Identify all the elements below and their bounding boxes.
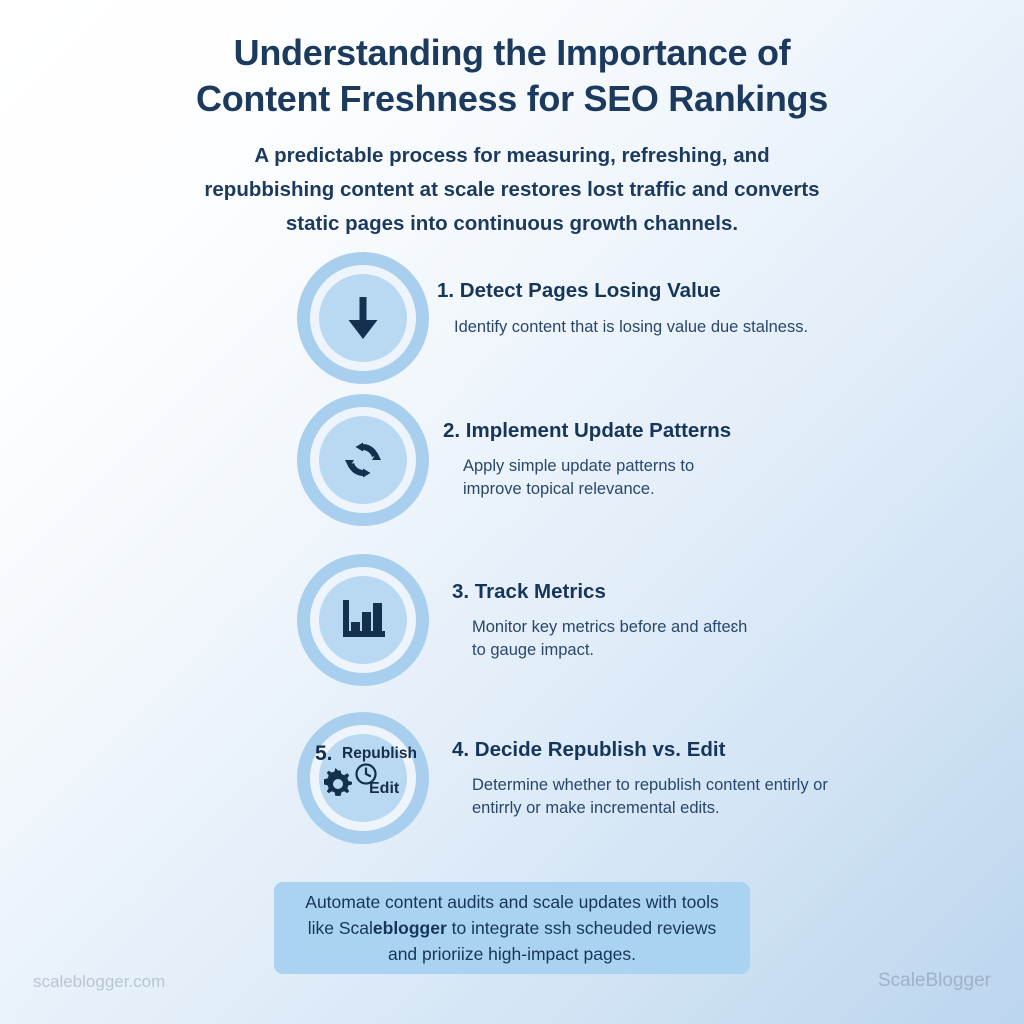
- stray-republish-label: Republish: [342, 745, 417, 762]
- footer-brand: ScaleBlogger: [877, 970, 991, 991]
- step-text-1: 1. Detect Pages Losing Value Identify co…: [437, 278, 907, 339]
- step-badge-4: 5. Republish Edit: [297, 712, 429, 844]
- callout-text-before: Automate content audits and scale update…: [305, 892, 719, 938]
- callout-brand-bold: eblogger: [372, 918, 447, 938]
- step-description: Identify content that is losing value du…: [454, 318, 809, 336]
- page-title: Understanding the Importance of Content …: [0, 30, 1024, 122]
- title-line-2: Content Freshness for SEO Rankings: [196, 78, 828, 119]
- header: Understanding the Importance of Content …: [0, 30, 1024, 241]
- step-description: Determine whether to republish content e…: [472, 776, 828, 817]
- step-badge-1: [297, 252, 429, 384]
- step-text-2: 2. Implement Update Patterns Apply simpl…: [443, 418, 743, 501]
- footer-website: scaleblogger.com: [33, 972, 166, 991]
- step-badge-3: [297, 554, 429, 686]
- badge-inner-disc: [319, 416, 407, 504]
- clock-icon: [354, 762, 378, 791]
- callout-box: Automate content audits and scale update…: [274, 882, 750, 974]
- stray-step-number: 5.: [315, 742, 333, 765]
- step-item-3: 3. Track Metrics Monitor key metrics bef…: [0, 554, 1024, 686]
- down-arrow-icon: [297, 252, 429, 384]
- refresh-sync-icon: [297, 394, 429, 526]
- title-line-1: Understanding the Importance of: [233, 32, 791, 73]
- gear-clock-icon: 5. Republish Edit: [297, 712, 429, 844]
- step-heading: 3. Track Metrics: [452, 580, 606, 603]
- step-item-1: 1. Detect Pages Losing Value Identify co…: [0, 252, 1024, 384]
- step-heading: 1. Detect Pages Losing Value: [437, 279, 721, 302]
- step-text-3: 3. Track Metrics Monitor key metrics bef…: [452, 579, 752, 662]
- step-description: Apply simple update patterns to improve …: [463, 457, 695, 498]
- page-subtitle: A predictable process for measuring, ref…: [204, 144, 820, 235]
- stray-edit-label: Edit: [369, 780, 400, 797]
- step-description: Monitor key metrics before and afteɛh to…: [472, 618, 748, 659]
- step-item-2: 2. Implement Update Patterns Apply simpl…: [0, 394, 1024, 526]
- step-item-4: 5. Republish Edit: [0, 712, 1024, 844]
- step-badge-2: [297, 394, 429, 526]
- step-heading: 4. Decide Republish vs. Edit: [452, 738, 726, 761]
- callout-text: Automate content audits and scale update…: [274, 889, 750, 967]
- gear-icon: [321, 767, 355, 806]
- bar-chart-icon: [297, 554, 429, 686]
- step-text-4: 4. Decide Republish vs. Edit Determine w…: [452, 737, 872, 820]
- callout-text-after: to integrate ssh scheuded reviews and pr…: [387, 918, 717, 964]
- step-heading: 2. Implement Update Patterns: [443, 419, 732, 442]
